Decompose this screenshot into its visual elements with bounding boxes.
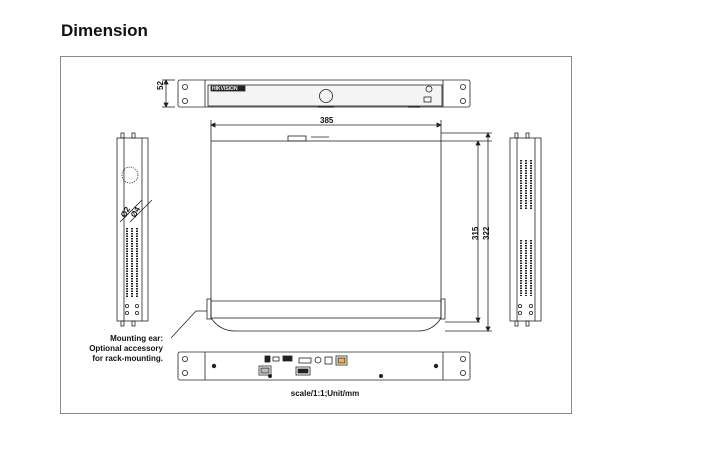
hdmi-port — [297, 368, 309, 374]
lan-port — [337, 357, 346, 364]
brand-logo-bar — [210, 85, 246, 92]
note-line-1: Mounting ear: — [110, 334, 163, 343]
width-dimension — [210, 120, 442, 141]
dim-depth-inner-label: 315 — [471, 226, 480, 240]
note-line-2: Optional accessory — [89, 344, 163, 353]
power-port — [264, 355, 271, 363]
usb-port — [282, 355, 293, 362]
top-view — [170, 132, 492, 339]
brand-logo-text: HIKVISION — [212, 86, 238, 92]
front-view — [162, 79, 471, 108]
scale-caption: scale/1:1;Unit/mm — [291, 389, 359, 398]
page-title: Dimension — [61, 21, 148, 40]
dim-depth-outer-label: 322 — [482, 226, 491, 240]
note-line-3: for rack-mounting. — [92, 354, 163, 363]
right-side-view — [509, 132, 542, 327]
dim-height-label: 52 — [156, 81, 165, 90]
rear-view — [177, 351, 471, 381]
left-side-view — [116, 132, 153, 327]
drawing-frame — [60, 56, 572, 414]
dim-width-label: 385 — [320, 116, 334, 125]
